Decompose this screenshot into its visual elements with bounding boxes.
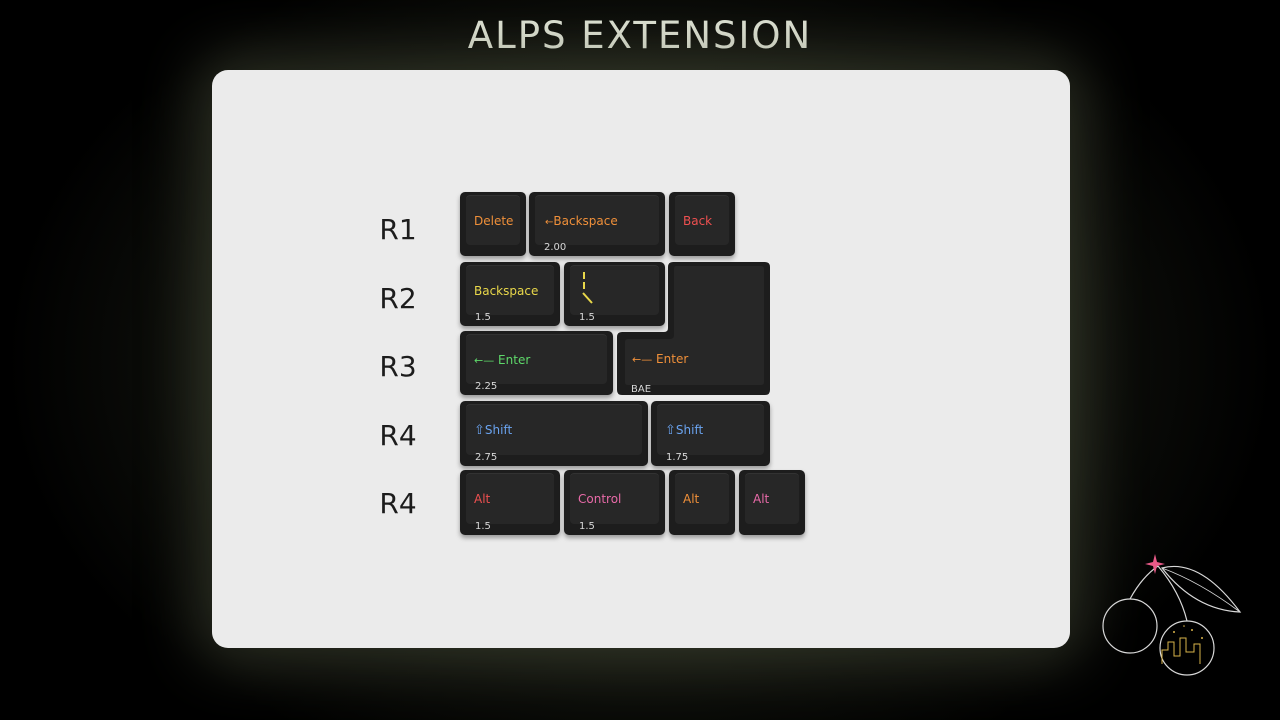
row-label-r1: R1 — [379, 213, 417, 246]
arrow-left-icon: ← — [545, 217, 554, 228]
key-alt-1u-pink[interactable]: Alt — [739, 470, 805, 535]
key-size: 1.5 — [475, 312, 491, 323]
page-title: ALPS EXTENSION — [467, 14, 813, 57]
key-backspace-2u[interactable]: ←Backspace 2.00 — [529, 192, 665, 256]
row-label-r2: R2 — [379, 282, 417, 315]
key-size: 2.00 — [544, 242, 567, 253]
row-label-r4-second: R4 — [379, 487, 417, 520]
key-legend: Alt — [753, 492, 770, 506]
key-legend: Enter — [656, 352, 689, 366]
key-shift-2-75u[interactable]: ⇧Shift 2.75 — [460, 401, 648, 466]
key-legend: Control — [578, 492, 622, 506]
row-label-r4: R4 — [379, 419, 417, 452]
key-backspace-1-5u[interactable]: Backspace 1.5 — [460, 262, 560, 326]
key-legend: Alt — [474, 492, 491, 506]
key-legend: Delete — [474, 214, 514, 228]
key-alt-1-5u[interactable]: Alt 1.5 — [460, 470, 560, 535]
keycap-display-panel: R1 R2 R3 R4 R4 Delete ←Backspace 2.00 Ba… — [212, 70, 1070, 648]
key-size: 1.5 — [475, 521, 491, 532]
shift-icon: ⇧ — [665, 423, 676, 438]
shift-icon: ⇧ — [474, 423, 485, 438]
key-size: BAE — [631, 384, 652, 395]
key-legend: Shift — [484, 423, 513, 437]
key-size: 2.75 — [475, 452, 498, 463]
key-shift-1-75u[interactable]: ⇧Shift 1.75 — [651, 401, 770, 466]
key-legend: Alt — [683, 492, 700, 506]
key-size: 1.5 — [579, 312, 595, 323]
key-control-1-5u[interactable]: Control 1.5 — [564, 470, 665, 535]
enter-icon: ←— — [474, 354, 495, 367]
row-label-r3: R3 — [379, 350, 417, 383]
key-bae-enter[interactable] — [614, 260, 774, 400]
cherry-logo — [1102, 554, 1242, 676]
key-legend: Backspace — [553, 214, 618, 228]
key-legend: Back — [683, 214, 713, 228]
key-alt-1u-orange[interactable]: Alt — [669, 470, 735, 535]
key-delete[interactable]: Delete — [460, 192, 526, 256]
key-legend: Backspace — [474, 284, 539, 298]
key-size: 1.75 — [666, 452, 689, 463]
pipe-backslash-icon — [582, 272, 593, 304]
key-size: 1.5 — [579, 521, 595, 532]
key-back[interactable]: Back — [669, 192, 735, 256]
key-size: 2.25 — [475, 381, 498, 392]
key-legend: Enter — [498, 353, 531, 367]
key-pipe-backslash[interactable]: 1.5 — [564, 262, 665, 326]
key-legend: Shift — [675, 423, 704, 437]
key-enter-2-25u[interactable]: ←— Enter 2.25 — [460, 331, 613, 395]
enter-icon: ←— — [632, 353, 653, 366]
